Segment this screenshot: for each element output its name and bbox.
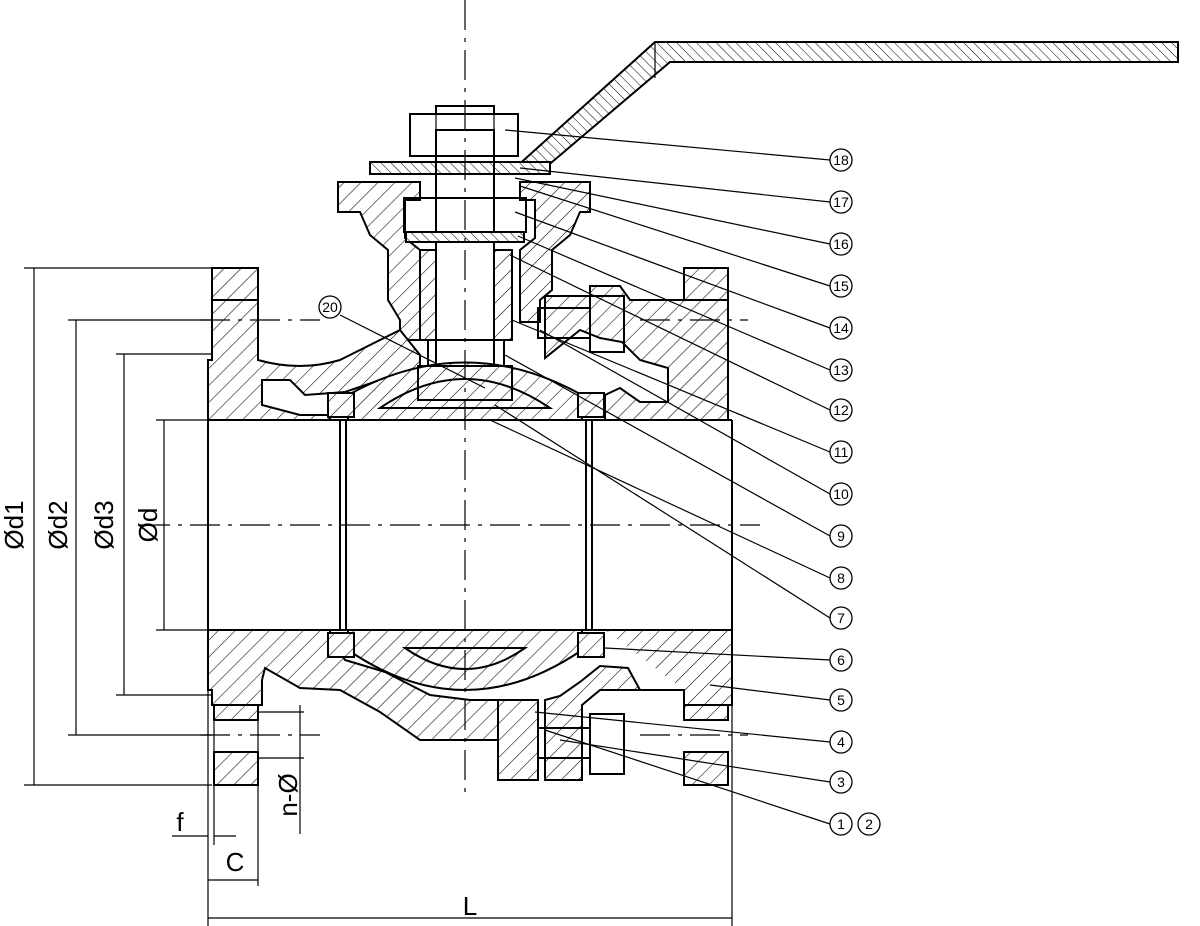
- balloon-5: 5: [829, 688, 853, 712]
- svg-text:15: 15: [833, 278, 849, 294]
- svg-text:7: 7: [837, 610, 845, 626]
- svg-text:4: 4: [837, 734, 845, 750]
- svg-text:3: 3: [837, 774, 845, 790]
- balloon-3: 3: [829, 770, 853, 794]
- svg-text:18: 18: [833, 152, 849, 168]
- balloon-6: 6: [829, 648, 853, 672]
- body-bolt-upper: [537, 295, 625, 353]
- svg-text:10: 10: [833, 486, 849, 502]
- balloon-9: 9: [829, 524, 853, 548]
- balloon-1: 1: [829, 812, 853, 836]
- balloon-17: 17: [829, 190, 853, 214]
- dim-d1-label: Ød1: [0, 500, 29, 549]
- stem: [419, 129, 513, 383]
- balloon-18: 18: [829, 148, 853, 172]
- svg-text:6: 6: [837, 652, 845, 668]
- svg-text:12: 12: [833, 402, 849, 418]
- svg-text:16: 16: [833, 236, 849, 252]
- lever-handle: [512, 41, 1179, 169]
- svg-text:17: 17: [833, 194, 849, 210]
- svg-text:2: 2: [865, 816, 873, 832]
- centerlines: [140, 0, 760, 800]
- dim-d3-label: Ød3: [89, 500, 119, 549]
- body-bolt-lower: [537, 713, 625, 775]
- balloon-7: 7: [829, 606, 853, 630]
- dim-f-label: f: [176, 807, 184, 837]
- flange-right: [683, 267, 729, 301]
- balloon-15: 15: [829, 274, 853, 298]
- svg-text:8: 8: [837, 570, 845, 586]
- svg-text:5: 5: [837, 692, 845, 708]
- leader-lines: [339, 129, 831, 825]
- svg-text:20: 20: [322, 299, 338, 315]
- balloon-2: 2: [857, 812, 881, 836]
- balloon-4: 4: [829, 730, 853, 754]
- dim-d-label: Ød: [133, 508, 163, 543]
- body-left: [207, 267, 501, 786]
- svg-text:13: 13: [833, 362, 849, 378]
- flange-left: [211, 267, 259, 301]
- balloon-13: 13: [829, 358, 853, 382]
- balloon-14: 14: [829, 316, 853, 340]
- balloon-11: 11: [829, 440, 853, 464]
- svg-text:14: 14: [833, 320, 849, 336]
- balloon-10: 10: [829, 482, 853, 506]
- dim-c-label: C: [226, 847, 245, 877]
- dim-d2-label: Ød2: [43, 500, 73, 549]
- dim-l-label: L: [463, 891, 477, 921]
- dimension-lines: [24, 267, 733, 926]
- balloon-20: 20: [318, 295, 342, 319]
- dim-bolt-holes-label: n-Ø: [273, 773, 303, 816]
- balloon-8: 8: [829, 566, 853, 590]
- balloon-12: 12: [829, 398, 853, 422]
- seats: [327, 392, 605, 658]
- svg-text:9: 9: [837, 528, 845, 544]
- svg-text:1: 1: [837, 816, 845, 832]
- balloon-16: 16: [829, 232, 853, 256]
- svg-text:11: 11: [834, 444, 849, 460]
